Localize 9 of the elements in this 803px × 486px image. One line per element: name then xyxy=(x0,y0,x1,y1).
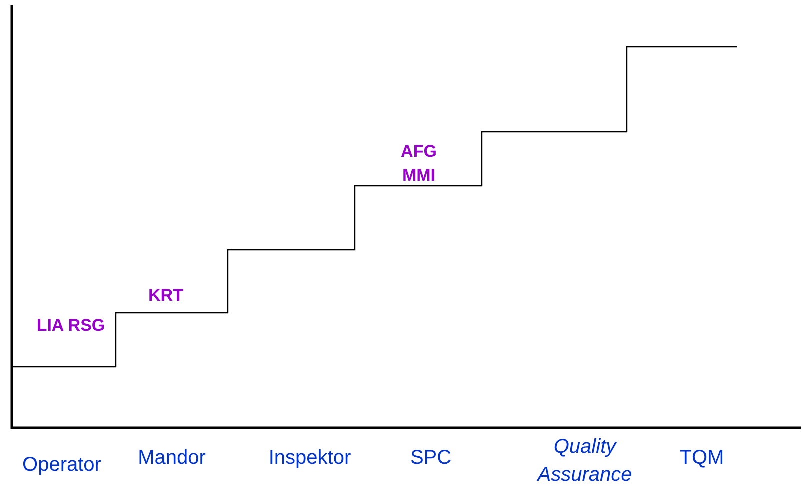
axis-label: Quality Assurance xyxy=(536,435,634,486)
axis-label: SPC xyxy=(409,446,453,471)
step-label: KRT xyxy=(148,285,184,307)
axis-label: Operator xyxy=(22,453,102,478)
step-label: AFG MMI xyxy=(400,141,438,187)
axis-label: Mandor xyxy=(137,446,207,471)
axis-label: Inspektor xyxy=(268,446,352,471)
axis-label: TQM xyxy=(678,446,726,471)
step-label: LIA RSG xyxy=(36,315,106,337)
